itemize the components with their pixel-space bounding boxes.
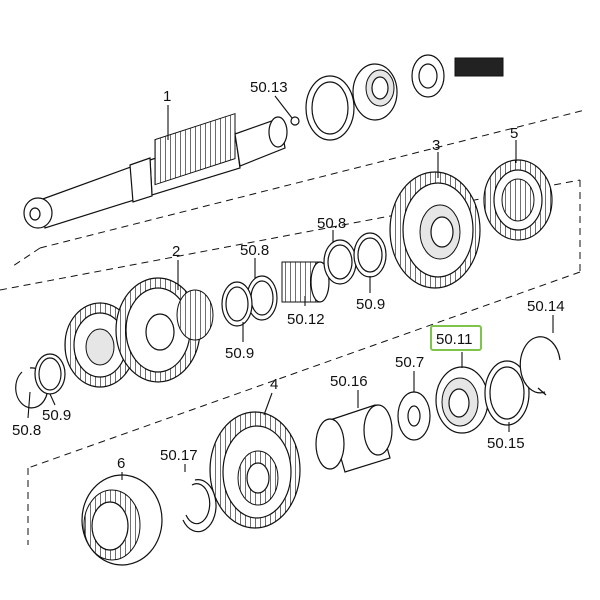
label-part-50-13: 50.13 xyxy=(250,79,288,96)
part-top-gear-fragment xyxy=(454,57,504,77)
label-part-4: 4 xyxy=(270,376,278,393)
part-labels: 1 50.13 3 5 50.8 50.8 2 50.12 50.9 50.9 … xyxy=(12,79,565,472)
part-50-16-sleeve xyxy=(315,404,393,473)
label-part-50-17: 50.17 xyxy=(160,447,198,464)
label-part-50-14: 50.14 xyxy=(527,298,565,315)
label-part-50-8-top: 50.8 xyxy=(317,215,346,232)
part-50-17-snap-ring xyxy=(182,479,217,533)
label-part-50-7: 50.7 xyxy=(395,354,424,371)
assembly-guide-lines xyxy=(0,109,586,545)
label-part-50-15: 50.15 xyxy=(487,435,525,452)
leader-lines xyxy=(27,95,554,480)
part-top-bearing xyxy=(352,54,445,121)
part-5-ring-gear xyxy=(483,159,553,241)
label-part-6: 6 xyxy=(117,455,125,472)
label-part-50-8-mid: 50.8 xyxy=(240,242,269,259)
label-part-50-12: 50.12 xyxy=(287,311,325,328)
label-part-3: 3 xyxy=(432,137,440,154)
label-part-5: 5 xyxy=(510,125,518,142)
part-50-9-ring-right xyxy=(323,232,387,285)
part-50-7-washer xyxy=(397,391,431,441)
part-3-gear xyxy=(389,171,481,289)
label-part-2: 2 xyxy=(172,243,180,260)
label-part-50-8-left: 50.8 xyxy=(12,422,41,439)
label-part-50-9-left: 50.9 xyxy=(42,407,71,424)
label-part-1: 1 xyxy=(163,88,171,105)
label-part-50-11: 50.11 xyxy=(436,331,472,348)
label-part-50-9-right: 50.9 xyxy=(356,296,385,313)
part-left-snap-rings xyxy=(15,353,66,409)
part-50-14-snap-ring xyxy=(519,336,561,396)
part-6-sleeve xyxy=(81,474,163,566)
part-50-11-bearing xyxy=(435,366,489,434)
part-50-12-needle-bearing xyxy=(281,261,330,303)
part-50-8-ring-middle xyxy=(221,275,278,327)
part-1-shaft xyxy=(23,112,300,229)
part-2-cluster-gear xyxy=(64,277,214,388)
label-part-50-9-mid: 50.9 xyxy=(225,345,254,362)
part-50-15-ring xyxy=(484,360,530,426)
highlight-box-50-11 xyxy=(430,325,482,351)
part-top-ring xyxy=(305,75,355,141)
part-4-gear xyxy=(209,411,301,529)
label-part-50-16: 50.16 xyxy=(330,373,368,390)
